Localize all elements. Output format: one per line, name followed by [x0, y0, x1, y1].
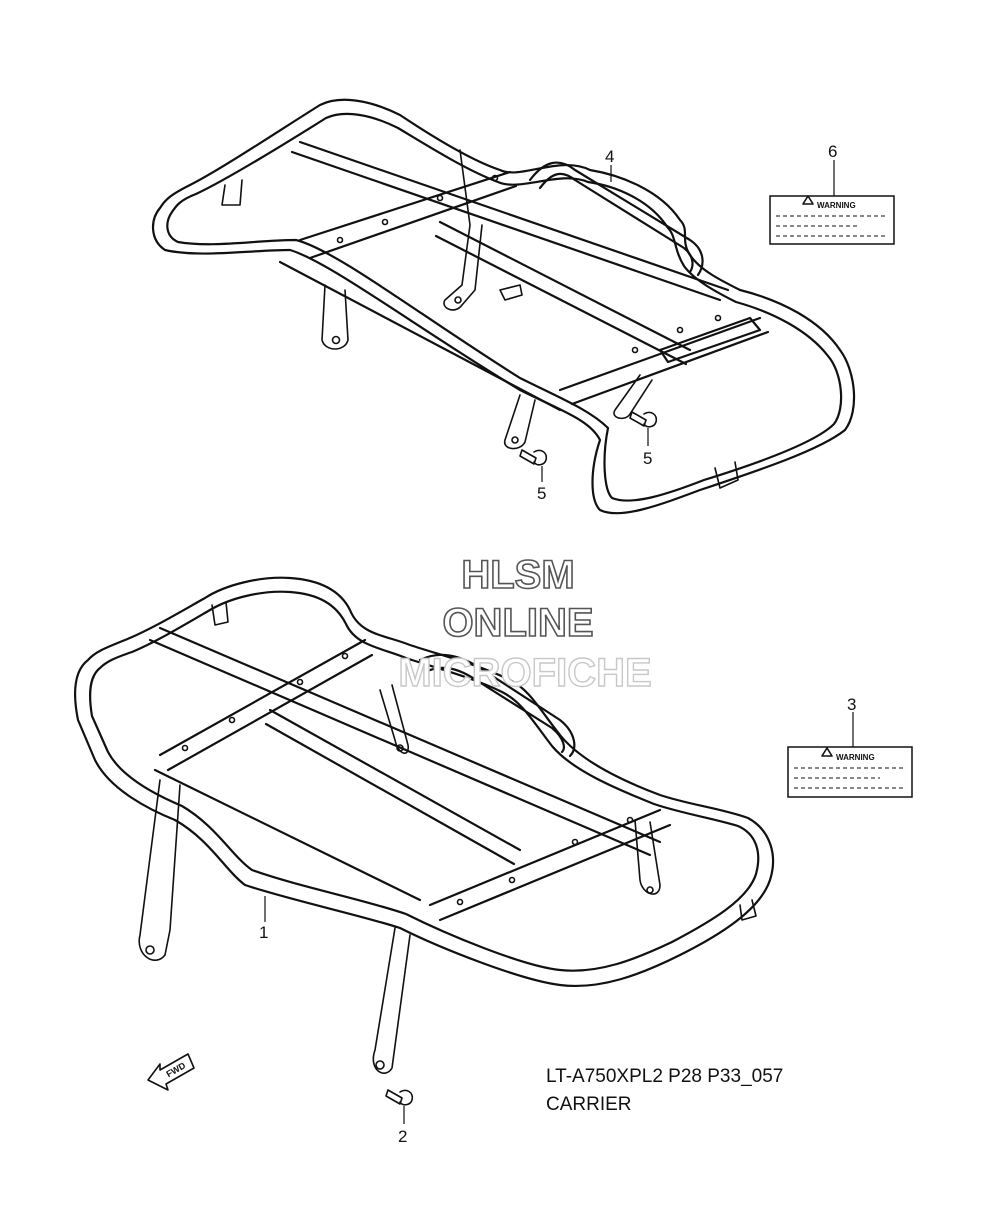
fwd-arrow-icon: FWD	[147, 1053, 195, 1091]
rear-carrier-part-4	[152, 98, 856, 515]
diagram-title: CARRIER	[546, 1094, 632, 1115]
callout-5b: 5	[643, 449, 652, 468]
bolt-part-5-left	[519, 449, 548, 466]
callout-6: 6	[828, 142, 837, 161]
callout-3: 3	[847, 695, 856, 714]
callout-4: 4	[605, 147, 614, 166]
diagram-code: LT-A750XPL2 P28 P33_057	[546, 1066, 783, 1087]
warning-label-top-text: WARNING	[817, 201, 856, 210]
warning-label-bottom-text: WARNING	[836, 753, 875, 762]
watermark-line-2: ONLINE	[442, 601, 593, 645]
front-carrier-part-1	[73, 576, 775, 1074]
bolt-part-2	[385, 1089, 414, 1106]
warning-label-part-6: WARNING	[769, 195, 895, 245]
bolt-part-5-right	[629, 411, 658, 428]
warning-label-part-3: WARNING	[787, 746, 913, 798]
callout-2: 2	[398, 1127, 407, 1146]
watermark-line-3: MICROFICHE	[398, 651, 651, 695]
watermark-line-1: HLSM	[461, 553, 574, 597]
callout-1: 1	[259, 923, 268, 942]
callout-5a: 5	[537, 484, 546, 503]
